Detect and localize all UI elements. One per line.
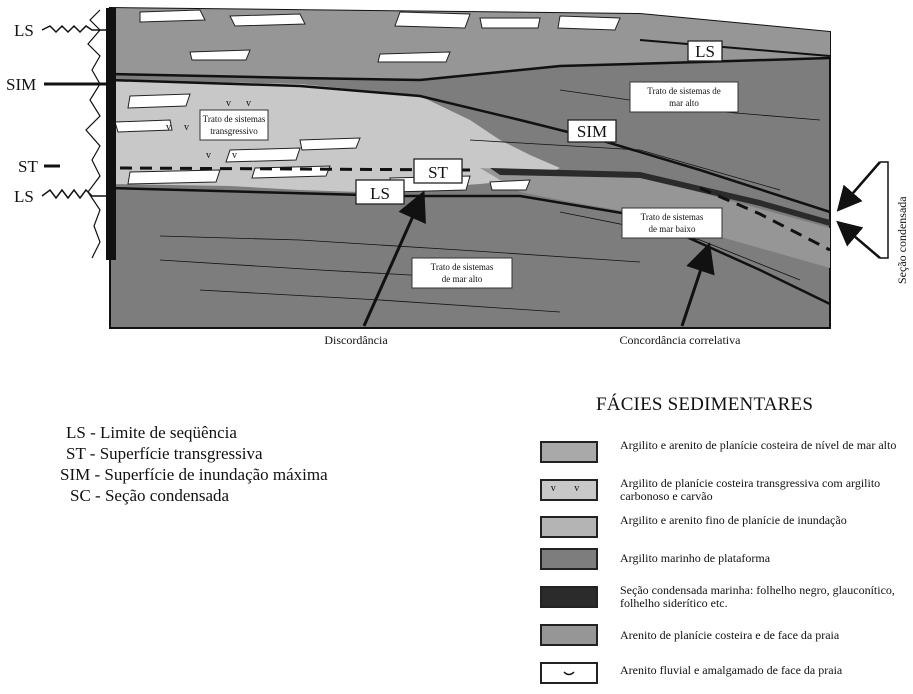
legend-item: Seção condensada marinha: folhelho negro… xyxy=(540,584,910,618)
legend-item: Argilito e arenito fino de planície de i… xyxy=(540,514,910,548)
well-log xyxy=(85,8,116,260)
svg-text:v: v xyxy=(184,122,189,133)
legend-item-text: Arenito fluvial e amalgamado de face da … xyxy=(620,663,843,677)
svg-text:transgressivo: transgressivo xyxy=(210,126,258,136)
legend-item-text: Argilito e arenito de planície costeira … xyxy=(620,438,897,452)
label-ls-center: LS xyxy=(355,179,405,205)
tract-highstand-upper: Trato de sistemas de mar alto xyxy=(629,81,739,113)
svg-text:Trato de sistemas: Trato de sistemas xyxy=(431,262,494,272)
svg-text:LS: LS xyxy=(14,21,34,40)
coal-symbols: v v v v v v xyxy=(166,98,251,161)
unconformity-caption: Discordância xyxy=(324,333,388,347)
abbreviation-item: SIM - Superfície de inundação máxima xyxy=(60,465,328,484)
legend-item-text: Argilito de planície costeira transgress… xyxy=(620,476,881,503)
legend-swatch xyxy=(540,548,598,570)
legend-item: v v Argilito de planície costeira transg… xyxy=(540,477,910,511)
sb-right-segment xyxy=(639,39,831,57)
condensed-arrow-lower xyxy=(836,220,881,259)
legend-item-text: Argilito e arenito fino de planície de i… xyxy=(620,513,847,527)
svg-text:mar alto: mar alto xyxy=(669,98,699,108)
tract-transgressive: Trato de sistemas transgressivo xyxy=(199,109,269,141)
condensed-section-side-label: Seção condensada xyxy=(895,196,909,284)
correlative-conformity-caption: Concordância correlativa xyxy=(620,333,742,347)
svg-text:ST: ST xyxy=(18,157,38,176)
svg-text:LS: LS xyxy=(370,184,390,203)
legend-swatch xyxy=(540,662,598,684)
legend-title: FÁCIES SEDIMENTARES xyxy=(596,394,814,415)
svg-text:v: v xyxy=(246,98,251,109)
svg-text:v: v xyxy=(206,150,211,161)
tract-lowstand: Trato de sistemas de mar baixo xyxy=(621,207,723,239)
abbreviation-list: LS - Limite de seqüência ST - Superfície… xyxy=(60,422,328,506)
svg-text:ST: ST xyxy=(428,163,448,182)
correlative-conformity-arrow xyxy=(680,242,715,327)
transgressive-surface xyxy=(119,166,471,172)
label-st: ST xyxy=(413,158,463,184)
svg-text:v: v xyxy=(166,122,171,133)
legend-swatch xyxy=(540,586,598,608)
abbreviation-item: SC - Seção condensada xyxy=(70,486,230,505)
svg-text:Trato de sistemas: Trato de sistemas xyxy=(641,212,704,222)
legend-swatch xyxy=(540,516,598,538)
left-surface-labels: LS SIM ST LS xyxy=(6,21,106,206)
legend-item: Argilito e arenito de planície costeira … xyxy=(540,439,910,473)
legend-swatch: v v xyxy=(540,479,598,501)
legend-item-text: Argilito marinho de plataforma xyxy=(620,551,771,565)
abbreviation-item: ST - Superfície transgressiva xyxy=(66,444,263,463)
condensed-bracket xyxy=(880,161,889,259)
svg-text:de mar alto: de mar alto xyxy=(442,274,483,284)
condensed-section-band xyxy=(490,168,830,226)
legend-swatch xyxy=(540,441,598,463)
transgressive-surface-extension xyxy=(699,186,831,252)
sequence-stratigraphy-diagram: v v v v v v LS SIM ST LS xyxy=(6,6,909,347)
legend-item: Arenito fluvial e amalgamado de face da … xyxy=(540,660,910,694)
label-sim: SIM xyxy=(567,119,617,143)
label-ls-right: LS xyxy=(687,40,723,62)
legend-item: Arenito de planície costeira e de face d… xyxy=(540,624,910,658)
condensed-arrow-upper xyxy=(836,161,881,212)
sequence-boundary-lower xyxy=(109,186,831,306)
svg-text:LS: LS xyxy=(14,187,34,206)
svg-text:Trato de sistemas de: Trato de sistemas de xyxy=(647,86,720,96)
unconformity-arrow xyxy=(362,190,426,327)
max-flooding-surface xyxy=(109,78,831,214)
legend-item-text: Seção condensada marinha: folhelho negro… xyxy=(620,583,895,610)
tract-highstand-lower: Trato de sistemas de mar alto xyxy=(411,257,513,289)
coastal-plain-wedge xyxy=(110,8,830,80)
svg-text:LS: LS xyxy=(695,42,715,61)
legend-swatch xyxy=(540,624,598,646)
svg-text:v: v xyxy=(226,98,231,109)
svg-text:de mar baixo: de mar baixo xyxy=(649,224,696,234)
svg-text:SIM: SIM xyxy=(6,75,36,94)
abbreviation-item: LS - Limite de seqüência xyxy=(66,423,237,442)
fluvial-sandstone-lenses xyxy=(114,9,621,193)
legend-item-text: Arenito de planície costeira e de face d… xyxy=(620,628,840,642)
svg-text:SIM: SIM xyxy=(577,122,607,141)
legend-item: Argilito marinho de plataforma xyxy=(540,548,910,582)
svg-text:Trato de sistemas: Trato de sistemas xyxy=(203,114,266,124)
svg-text:v: v xyxy=(232,150,237,161)
